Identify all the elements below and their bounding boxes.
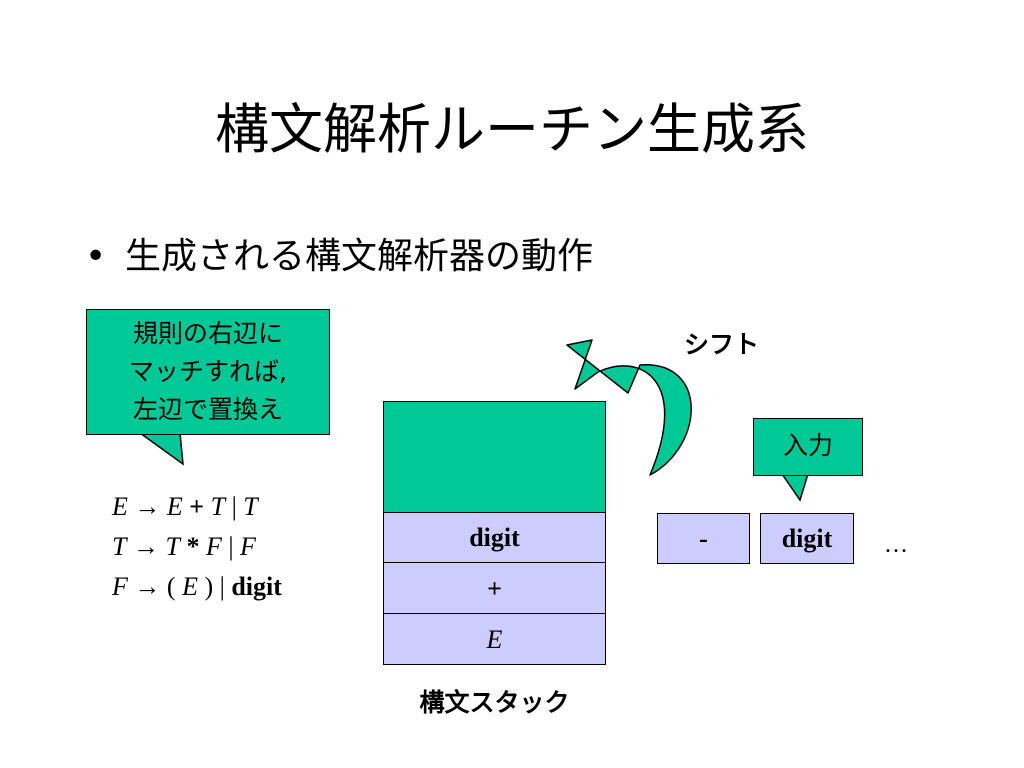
rule-arrow: →: [132, 532, 159, 561]
stack-label: 構文スタック: [419, 688, 570, 717]
rule-paren: ): [204, 572, 214, 601]
callout-input-tail: [780, 473, 810, 502]
callout-rule: 規則の右辺に マッチすれば, 左辺で置換え: [86, 309, 330, 435]
rule-symbol: T: [165, 532, 180, 561]
bullet-text: 生成される構文解析器の動作: [125, 236, 594, 277]
rule-arrow: →: [134, 572, 161, 601]
stack-cell-e: E: [383, 613, 606, 665]
rule-arrow: →: [134, 492, 161, 521]
input-ellipsis: …: [884, 532, 908, 558]
rule-lhs: T: [112, 532, 127, 561]
grammar-rule-t: T → T * F | F: [112, 527, 282, 567]
page-title: 構文解析ルーチン生成系: [215, 98, 809, 161]
input-token-minus: -: [657, 513, 750, 564]
stack-free-space: [383, 401, 606, 513]
rule-lhs: F: [112, 572, 128, 601]
grammar-rule-f: F → ( E ) | digit: [112, 567, 282, 607]
rule-symbol: F: [240, 532, 256, 561]
rule-symbol: E: [182, 572, 198, 601]
input-token-digit: digit: [760, 513, 854, 564]
callout-rule-tail: [137, 432, 184, 466]
stack-cell-plus: +: [383, 562, 606, 614]
callout-rule-line: マッチすれば,: [129, 357, 287, 386]
callout-rule-line: 左辺で置換え: [132, 395, 283, 424]
grammar-rule-e: E → E + T | T: [112, 487, 282, 527]
rule-terminal: digit: [231, 572, 282, 601]
callout-rule-line: 規則の右辺に: [132, 319, 283, 348]
rule-symbol: T: [210, 492, 226, 521]
rule-operator: *: [186, 532, 200, 561]
rule-symbol: F: [205, 532, 222, 561]
grammar-rules: E → E + T | T T → T * F | F F → ( E ) | …: [112, 487, 282, 607]
bullet-marker: •: [85, 236, 107, 277]
rule-lhs: E: [112, 492, 128, 521]
bullet-item: • 生成される構文解析器の動作: [85, 232, 593, 282]
callout-input: 入力: [753, 418, 863, 476]
shift-label: シフト: [684, 330, 760, 359]
shift-arrow: [566, 339, 692, 476]
rule-symbol: E: [166, 492, 183, 521]
rule-operator: +: [189, 492, 205, 521]
rule-bar: |: [231, 492, 237, 521]
stack-cell-digit: digit: [383, 512, 606, 563]
rule-bar: |: [228, 532, 234, 561]
rule-paren: (: [166, 572, 176, 601]
rule-bar: |: [219, 572, 225, 601]
rule-symbol: T: [243, 492, 258, 521]
